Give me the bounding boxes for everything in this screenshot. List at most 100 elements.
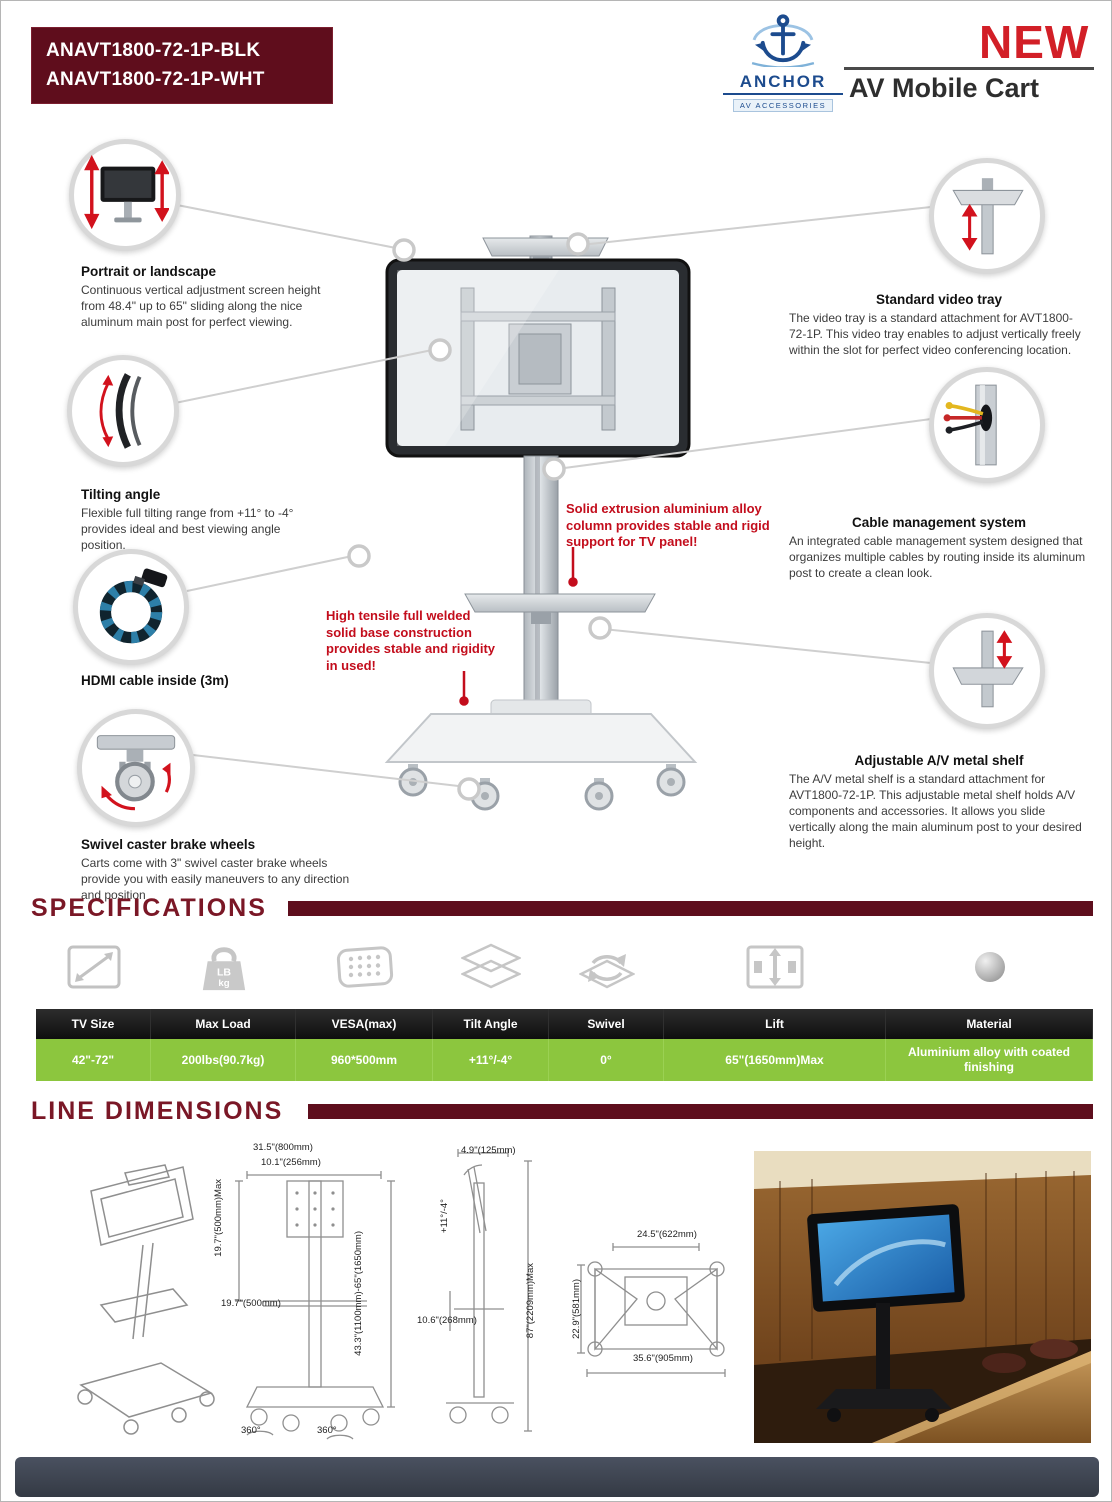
max-load-icon: LB kg: [202, 947, 245, 991]
spec-table: TV Size Max Load VESA(max) Tilt Angle Sw…: [36, 1009, 1093, 1081]
feature-desc: The A/V metal shelf is a standard attach…: [789, 772, 1082, 850]
feature-metal-shelf: Adjustable A/V metal shelf The A/V metal…: [789, 753, 1089, 852]
dim-side-depth-top: 4.9"(125mm): [461, 1145, 516, 1156]
spec-icons-row: LB kg: [36, 929, 1093, 1005]
dim-side-tilt: +11°/-4°: [439, 1199, 450, 1234]
features-section: Portrait or landscape Continuous vertica…: [1, 109, 1111, 902]
cable-management-icon: [943, 384, 997, 466]
caster-wheels: [398, 764, 686, 811]
brand-subtitle: AV ACCESSORIES: [732, 99, 834, 112]
vesa-icon: [336, 946, 393, 988]
callout-base: High tensile full welded solid base cons…: [326, 608, 496, 673]
feature-cable-management: Cable management system An integrated ca…: [789, 515, 1089, 582]
feature-desc: Carts come with 3" swivel caster brake w…: [81, 856, 350, 902]
feature-title: Standard video tray: [875, 292, 1003, 307]
feature-caster-wheels: Swivel caster brake wheels Carts come wi…: [81, 837, 366, 904]
feature-image-video-tray: [929, 158, 1045, 274]
specifications-heading: SPECIFICATIONS: [31, 894, 267, 922]
col-tilt: Tilt Angle: [433, 1009, 549, 1039]
col-vesa: VESA(max): [296, 1009, 433, 1039]
material-icon: [974, 952, 1005, 982]
dim-front-swivel-right: 360°: [317, 1425, 337, 1436]
dimensions-heading-bar: [308, 1104, 1093, 1119]
feature-desc: An integrated cable management system de…: [789, 534, 1086, 580]
svg-text:LB: LB: [216, 967, 230, 979]
dim-front-swivel-left: 360°: [241, 1425, 261, 1436]
brand-logo: ANCHOR AV ACCESSORIES: [723, 11, 843, 113]
model-number-white: ANAVT1800-72-1P-WHT: [46, 68, 265, 90]
svg-text:kg: kg: [218, 978, 229, 989]
val-material: Aluminium alloy with coated finishing: [886, 1039, 1093, 1081]
spec-table-header: TV Size Max Load VESA(max) Tilt Angle Sw…: [36, 1009, 1093, 1039]
front-view-drawing: [235, 1171, 395, 1440]
col-lift: Lift: [664, 1009, 886, 1039]
specifications-heading-bar: [288, 901, 1093, 916]
model-number-black: ANAVT1800-72-1P-BLK: [46, 40, 261, 61]
dim-front-width-overall: 31.5"(800mm): [253, 1142, 313, 1153]
dim-side-shelf-depth: 10.6"(268mm): [417, 1315, 477, 1326]
feature-image-caster: [77, 709, 195, 827]
callout-column: Solid extrusion aluminium alloy column p…: [566, 501, 770, 550]
isometric-drawing: [77, 1164, 215, 1435]
feature-image-shelf: [929, 613, 1045, 729]
feature-image-cable-management: [929, 367, 1045, 483]
top-view-drawing: [577, 1243, 726, 1377]
dim-front-width-inner: 10.1"(256mm): [261, 1157, 321, 1168]
val-tv-size: 42"-72": [36, 1039, 151, 1081]
val-swivel: 0°: [549, 1039, 664, 1081]
dim-top-base-depth: 22.9"(581mm): [571, 1279, 582, 1339]
video-tray-icon: [952, 178, 1024, 255]
val-vesa: 960*500mm: [296, 1039, 433, 1081]
col-swivel: Swivel: [549, 1009, 664, 1039]
feature-desc: Flexible full tilting range from +11° to…: [81, 506, 294, 552]
application-photo: [754, 1151, 1091, 1443]
feature-title: Cable management system: [851, 515, 1027, 530]
model-number-plate: ANAVT1800-72-1P-BLK ANAVT1800-72-1P-WHT: [31, 27, 333, 104]
photo-tv-cart: [807, 1204, 965, 1422]
feature-image-tilting: [67, 355, 179, 467]
footer-bar: [15, 1457, 1099, 1497]
dim-side-height-max: 87"(2209mm)Max: [525, 1263, 536, 1339]
dim-front-shelf-width: 19.7"(500mm): [221, 1298, 281, 1309]
feature-title: Portrait or landscape: [81, 264, 217, 279]
dim-front-height-range: 43.3"(1100mm)-65"(1650mm): [353, 1231, 364, 1356]
new-badge: NEW: [979, 16, 1090, 68]
lift-icon: [746, 945, 804, 989]
feature-title: Tilting angle: [81, 487, 161, 502]
spec-table-values: 42"-72" 200lbs(90.7kg) 960*500mm +11°/-4…: [36, 1039, 1093, 1081]
col-tv-size: TV Size: [36, 1009, 151, 1039]
feature-image-hdmi: [73, 549, 189, 665]
tilting-angle-icon: [99, 373, 142, 449]
val-max-load: 200lbs(90.7kg): [151, 1039, 296, 1081]
feature-portrait-landscape: Portrait or landscape Continuous vertica…: [81, 264, 321, 331]
swivel-icon: [578, 954, 635, 989]
caster-wheel-icon: [96, 735, 176, 811]
col-max-load: Max Load: [151, 1009, 296, 1039]
val-lift: 65"(1650mm)Max: [664, 1039, 886, 1081]
metal-shelf-icon: [952, 630, 1024, 708]
col-material: Material: [886, 1009, 1093, 1039]
feature-title: Adjustable A/V metal shelf: [854, 753, 1024, 768]
tv-size-icon: [67, 945, 120, 989]
feature-video-tray: Standard video tray The video tray is a …: [789, 292, 1089, 359]
tilt-angle-icon: [461, 943, 521, 989]
portrait-landscape-icon: [84, 154, 169, 230]
feature-desc: Continuous vertical adjustment screen he…: [81, 283, 321, 329]
feature-tilting-angle: Tilting angle Flexible full tilting rang…: [81, 487, 316, 554]
page-title: AV Mobile Cart: [849, 73, 1040, 103]
brand-name: ANCHOR: [723, 72, 843, 95]
dim-front-tray-travel: 19.7"(500mm)Max: [213, 1179, 224, 1257]
dim-top-base-width: 24.5"(622mm): [637, 1229, 697, 1240]
feature-title: HDMI cable inside (3m): [81, 673, 229, 688]
feature-hdmi-cable: HDMI cable inside (3m): [81, 673, 321, 688]
feature-image-portrait-landscape: [69, 139, 181, 251]
title-rule: [844, 67, 1094, 70]
dimensions-heading: LINE DIMENSIONS: [31, 1097, 284, 1125]
val-tilt: +11°/-4°: [433, 1039, 549, 1081]
hdmi-cable-icon: [99, 568, 168, 644]
feature-title: Swivel caster brake wheels: [81, 837, 256, 852]
dim-top-base-span: 35.6"(905mm): [633, 1353, 693, 1364]
anchor-logo-icon: [751, 14, 815, 69]
side-view-drawing: [446, 1149, 532, 1432]
